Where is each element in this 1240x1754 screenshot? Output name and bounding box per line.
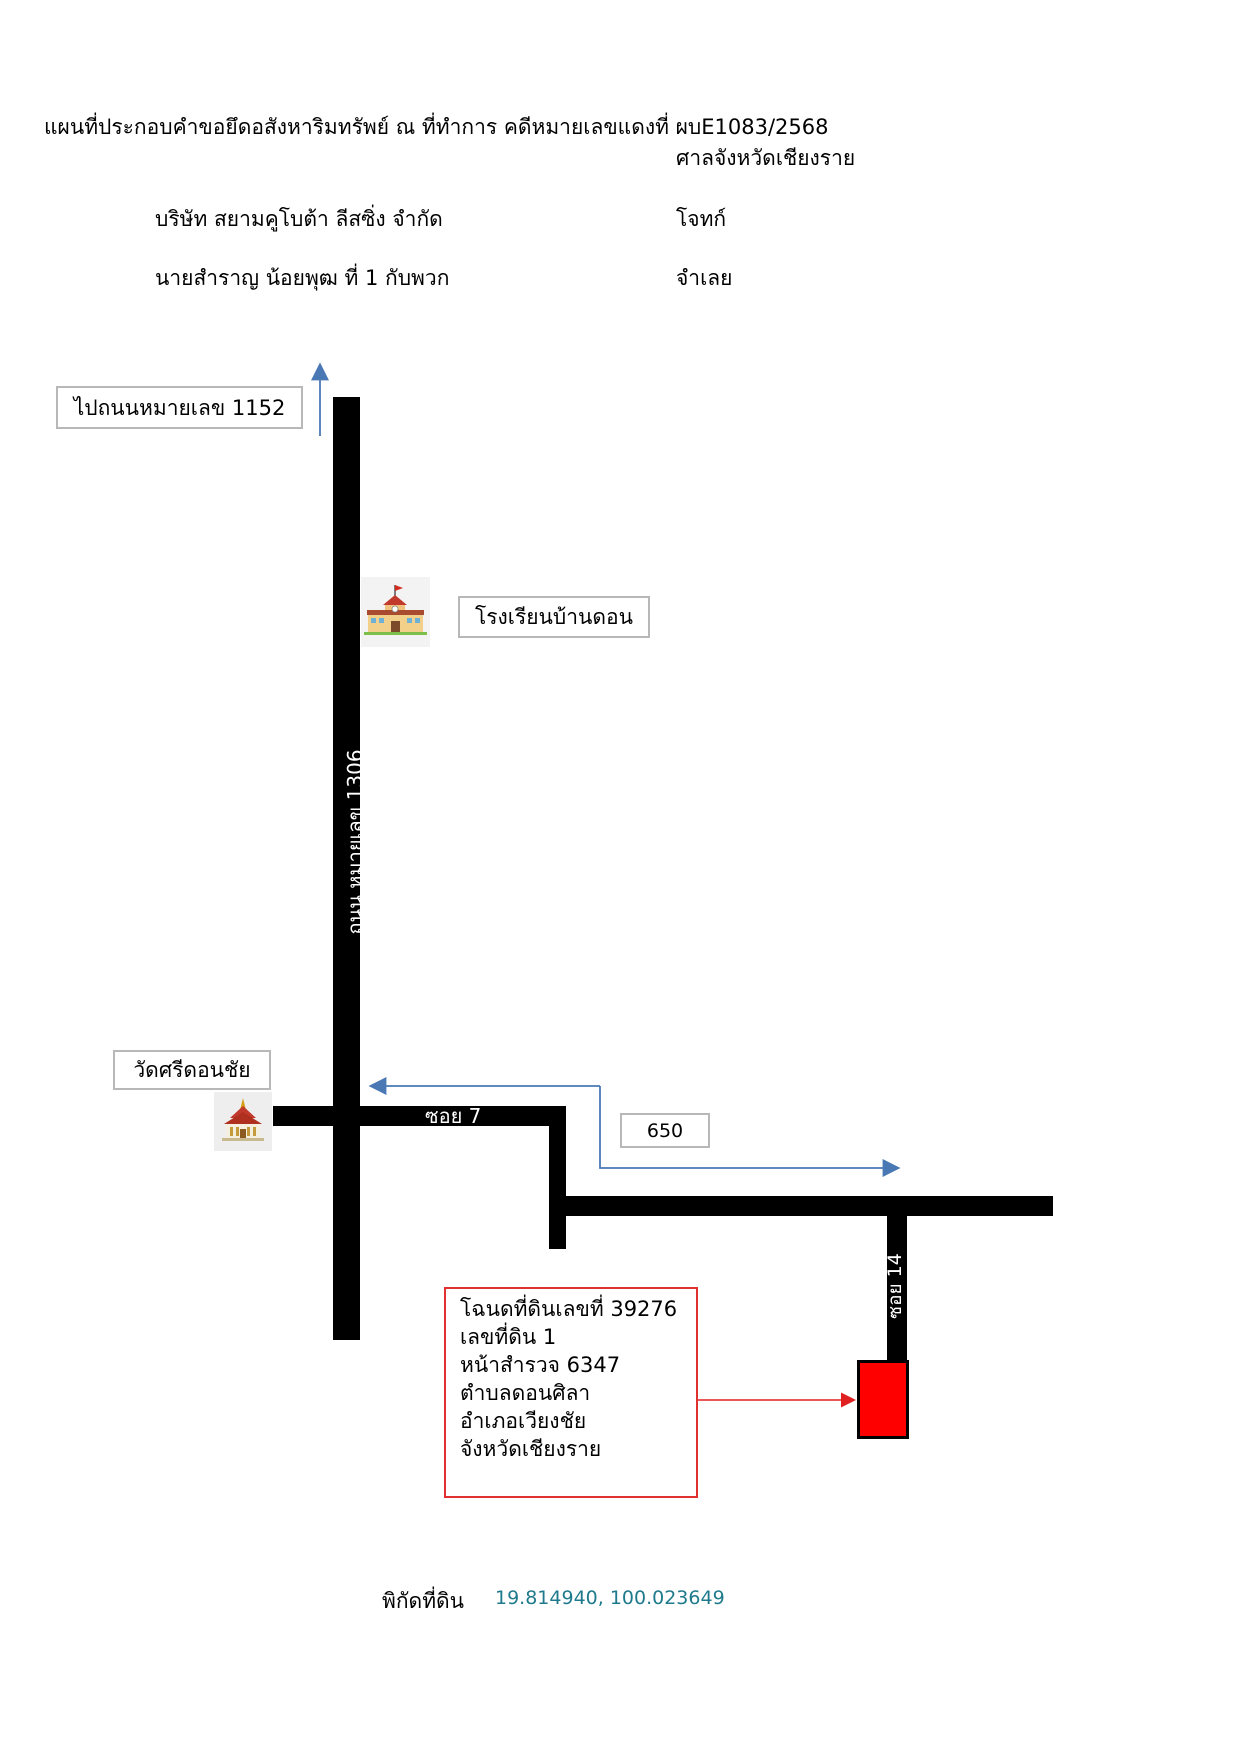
defendant-role: จำเลย (676, 266, 733, 290)
distance-label: 650 (620, 1113, 710, 1148)
deed-line: หน้าสำรวจ 6347 (460, 1353, 621, 1377)
route-arrow-icon (368, 1077, 901, 1177)
to-highway-1152-label: ไปถนนหมายเลข 1152 (56, 386, 303, 429)
soi-7-road (273, 1106, 563, 1126)
coordinates-label: พิกัดที่ดิน (382, 1589, 465, 1613)
coordinates-value: 19.814940, 100.023649 (495, 1587, 725, 1609)
plaintiff-name: บริษัท สยามคูโบต้า ลีสซิ่ง จำกัด (155, 207, 443, 231)
court-name: ศาลจังหวัดเชียงราย (676, 146, 856, 170)
deed-line: ตำบลดอนศิลา (460, 1381, 591, 1405)
deed-line: เลขที่ดิน 1 (460, 1325, 557, 1349)
soi-7-label: ซอย 7 (425, 1104, 482, 1128)
deed-line: จังหวัดเชียงราย (460, 1437, 602, 1461)
deed-info-box: โฉนดที่ดินเลขที่ 39276 เลขที่ดิน 1 หน้าส… (444, 1287, 698, 1498)
land-plot-marker (857, 1360, 909, 1439)
branch-road (549, 1196, 1053, 1216)
document-title: แผนที่ประกอบคำขอยึดอสังหาริมทรัพย์ ณ ที่… (44, 115, 829, 139)
soi-14-road (887, 1196, 907, 1361)
temple-label: วัดศรีดอนชัย (113, 1050, 271, 1090)
main-road-1306 (333, 397, 360, 1340)
school-building-icon (361, 577, 430, 647)
temple-icon (214, 1092, 272, 1151)
defendant-name: นายสำราญ น้อยพุฒ ที่ 1 กับพวก (155, 266, 450, 290)
school-label: โรงเรียนบ้านดอน (458, 596, 650, 638)
deed-line: โฉนดที่ดินเลขที่ 39276 (460, 1297, 678, 1321)
plaintiff-role: โจทก์ (676, 207, 727, 231)
deed-line: อำเภอเวียงชัย (460, 1409, 587, 1433)
